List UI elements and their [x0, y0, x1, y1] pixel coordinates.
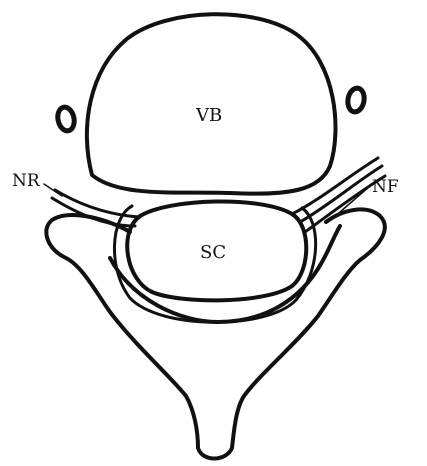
vertebral-body — [87, 14, 336, 194]
left-nerve-root-upper — [55, 190, 140, 217]
sc-label: SC — [200, 242, 226, 263]
nf-label: NF — [372, 177, 399, 197]
right-foramen — [346, 87, 366, 113]
left-foramen — [56, 106, 77, 133]
vb-label: VB — [195, 105, 222, 126]
nr-label: NR — [12, 171, 41, 191]
nr-pointer — [44, 184, 62, 196]
left-nerve-root-lower — [52, 198, 135, 226]
